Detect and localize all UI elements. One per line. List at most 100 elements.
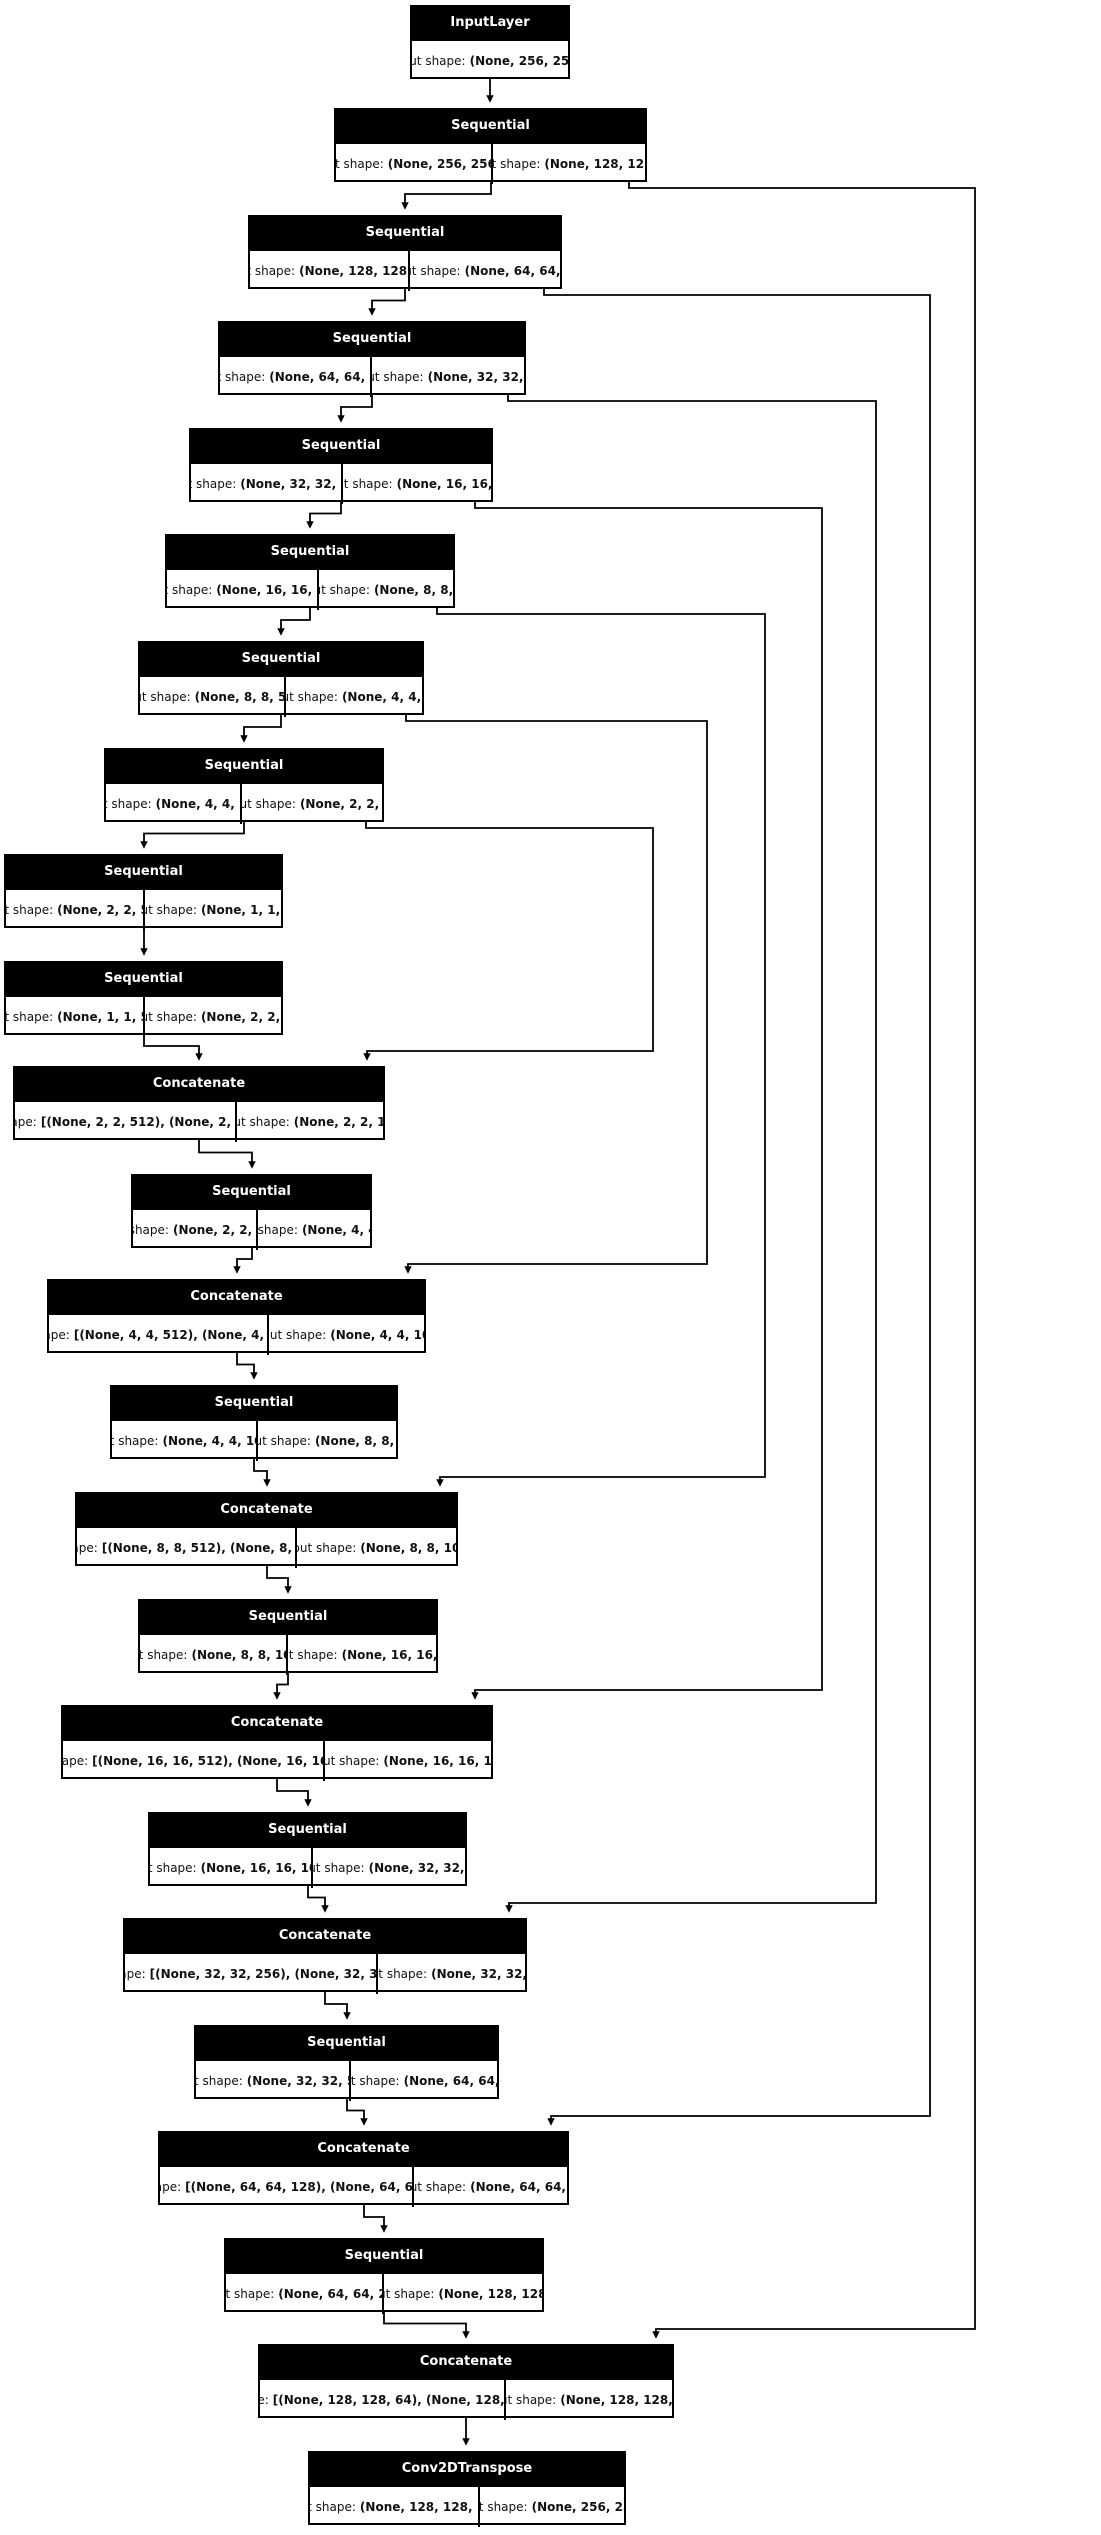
input-shape-value: [(None, 64, 64, 128), (None, 64, 64, 128… <box>185 2180 413 2194</box>
node-shape-row: Input shape:[(None, 4, 4, 512), (None, 4… <box>49 1313 424 1355</box>
node-concatenate: ConcatenateInput shape:[(None, 128, 128,… <box>258 2344 674 2420</box>
input-shape-prefix: Input shape: <box>106 797 152 811</box>
output-shape-cell: Output shape:(None, 256, 256, 3) <box>412 41 568 81</box>
edge-arrow <box>346 2099 368 2126</box>
edge-arrow <box>306 502 342 529</box>
output-shape-prefix: Output shape: <box>269 1328 327 1342</box>
input-shape-prefix: Input shape: <box>133 1223 169 1237</box>
output-shape-value: (None, 32, 32, 512) <box>431 1967 525 1981</box>
output-shape-prefix: Output shape: <box>325 1754 380 1768</box>
output-shape-cell: Output shape:(None, 4, 4, 1024) <box>269 1315 424 1355</box>
edge-arrow <box>368 289 406 316</box>
input-shape-prefix: Input shape: <box>336 157 384 171</box>
edge-arrow <box>240 715 282 743</box>
node-type-label: Concatenate <box>160 2133 567 2165</box>
input-shape-value: (None, 16, 16, 512) <box>216 583 317 597</box>
node-type-label: Sequential <box>226 2240 542 2272</box>
output-shape-cell: Output shape:(None, 8, 8, 1024) <box>297 1528 456 1568</box>
input-shape-prefix: Input shape: <box>140 690 191 704</box>
node-type-label: Sequential <box>150 1814 465 1846</box>
input-shape-value: (None, 2, 2, 1024) <box>172 1223 256 1237</box>
output-shape-cell: Output shape:(None, 4, 4, 512) <box>258 1210 370 1250</box>
output-shape-prefix: Output shape: <box>351 2074 400 2088</box>
input-shape-prefix: Input shape: <box>77 1541 98 1555</box>
node-shape-row: Input shape:(None, 2, 2, 1024)Output sha… <box>133 1208 370 1250</box>
node-shape-row: Input shape:(None, 1, 1, 512)Output shap… <box>6 995 281 1037</box>
input-shape-value: [(None, 2, 2, 512), (None, 2, 2, 512)] <box>40 1115 235 1129</box>
input-shape-prefix: Input shape: <box>6 903 54 917</box>
edge-arrow <box>363 822 654 1061</box>
node-concatenate: ConcatenateInput shape:[(None, 8, 8, 512… <box>75 1492 458 1568</box>
input-shape-cell: Input shape:(None, 32, 32, 256) <box>191 464 343 504</box>
input-shape-prefix: Input shape: <box>220 370 266 384</box>
output-shape-prefix: Output shape: <box>145 1010 197 1024</box>
input-shape-value: (None, 64, 64, 128) <box>269 370 370 384</box>
edge-arrow <box>140 822 245 849</box>
output-shape-prefix: Output shape: <box>145 903 197 917</box>
input-shape-prefix: Input shape: <box>191 477 237 491</box>
node-sequential: SequentialInput shape:(None, 256, 256, 3… <box>334 108 647 184</box>
node-shape-row: Input shape:(None, 64, 64, 128)Output sh… <box>220 355 524 397</box>
output-shape-cell: Output shape:(None, 16, 16, 512) <box>343 464 491 504</box>
input-shape-cell: Input shape:[(None, 4, 4, 512), (None, 4… <box>49 1315 269 1355</box>
input-shape-prefix: Input shape: <box>196 2074 243 2088</box>
input-shape-prefix: Input shape: <box>260 2393 269 2407</box>
node-type-label: Sequential <box>220 323 524 355</box>
output-shape-value: (None, 64, 64, 128) <box>464 264 560 278</box>
output-shape-value: (None, 64, 64, 256) <box>470 2180 567 2194</box>
input-shape-cell: Input shape:[(None, 2, 2, 512), (None, 2… <box>15 1102 237 1142</box>
input-shape-cell: Input shape:(None, 32, 32, 512) <box>196 2061 351 2101</box>
output-shape-prefix: Output shape: <box>378 1967 428 1981</box>
node-type-label: Sequential <box>140 1601 436 1633</box>
input-shape-cell: Input shape:[(None, 64, 64, 128), (None,… <box>160 2167 414 2207</box>
input-shape-value: [(None, 128, 128, 64), (None, 128, 128, … <box>272 2393 505 2407</box>
output-shape-cell: Output shape:(None, 16, 16, 512) <box>288 1635 436 1675</box>
node-sequential: SequentialInput shape:(None, 8, 8, 512)O… <box>138 641 424 717</box>
node-concatenate: ConcatenateInput shape:[(None, 64, 64, 1… <box>158 2131 569 2207</box>
output-shape-value: (None, 8, 8, 512) <box>373 583 453 597</box>
node-type-label: Sequential <box>191 430 491 462</box>
edge-arrow <box>253 1459 271 1487</box>
input-shape-prefix: Input shape: <box>250 264 296 278</box>
node-type-label: Concatenate <box>49 1281 424 1313</box>
input-shape-value: (None, 16, 16, 1024) <box>200 1861 311 1875</box>
input-shape-value: [(None, 32, 32, 256), (None, 32, 32, 256… <box>149 1967 378 1981</box>
node-shape-row: Input shape:(None, 16, 16, 512)Output sh… <box>167 568 453 610</box>
node-shape-row: Input shape:(None, 32, 32, 256)Output sh… <box>191 462 491 504</box>
input-shape-cell: Input shape:(None, 16, 16, 1024) <box>150 1848 313 1888</box>
output-shape-prefix: Output shape: <box>286 690 338 704</box>
input-shape-cell: Input shape:(None, 4, 4, 512) <box>106 784 242 824</box>
output-shape-cell: Output shape:(None, 32, 32, 256) <box>372 357 524 397</box>
output-shape-prefix: Output shape: <box>506 2393 557 2407</box>
output-shape-value: (None, 16, 16, 512) <box>396 477 491 491</box>
edge-arrow <box>233 1248 253 1274</box>
node-type-label: Concatenate <box>77 1494 456 1526</box>
input-shape-value: (None, 4, 4, 1024) <box>162 1434 256 1448</box>
node-type-label: InputLayer <box>412 7 568 39</box>
output-shape-prefix: Output shape: <box>414 2180 467 2194</box>
output-shape-prefix: Output shape: <box>480 2500 528 2514</box>
edge-arrow <box>143 1035 203 1061</box>
node-shape-row: Input shape:[(None, 2, 2, 512), (None, 2… <box>15 1100 383 1142</box>
output-shape-value: (None, 2, 2, 512) <box>200 1010 281 1024</box>
node-shape-row: Output shape:(None, 256, 256, 3) <box>412 39 568 81</box>
output-shape-cell: Output shape:(None, 256, 256, 3) <box>480 2487 624 2527</box>
input-shape-value: (None, 1, 1, 512) <box>57 1010 143 1024</box>
output-shape-value: (None, 4, 4, 512) <box>301 1223 370 1237</box>
node-shape-row: Input shape:[(None, 128, 128, 64), (None… <box>260 2378 672 2420</box>
node-sequential: SequentialInput shape:(None, 1, 1, 512)O… <box>4 961 283 1037</box>
input-shape-prefix: Input shape: <box>167 583 213 597</box>
node-shape-row: Input shape:(None, 256, 256, 3)Output sh… <box>336 142 645 184</box>
edge-arrow <box>277 608 311 636</box>
node-type-label: Sequential <box>140 643 422 675</box>
edge-arrow <box>543 289 931 2126</box>
node-sequential: SequentialInput shape:(None, 16, 16, 102… <box>148 1812 467 1888</box>
output-shape-value: (None, 16, 16, 512) <box>341 1648 436 1662</box>
output-shape-value: (None, 2, 2, 512) <box>299 797 382 811</box>
input-shape-value: (None, 128, 128, 128) <box>359 2500 478 2514</box>
input-shape-prefix: Input shape: <box>63 1754 89 1768</box>
input-shape-cell: Input shape:(None, 256, 256, 3) <box>336 144 493 184</box>
node-shape-row: Input shape:(None, 16, 16, 1024)Output s… <box>150 1846 465 1888</box>
node-sequential: SequentialInput shape:(None, 16, 16, 512… <box>165 534 455 610</box>
